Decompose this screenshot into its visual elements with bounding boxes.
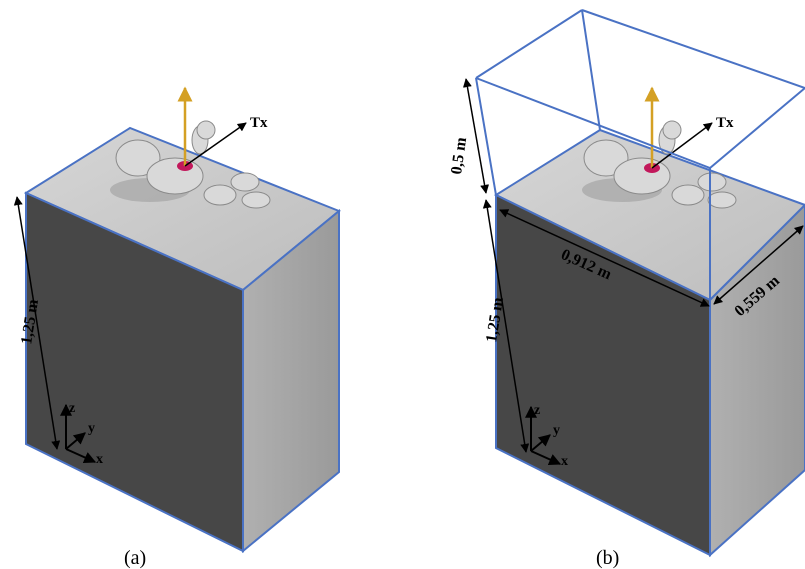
box-side-face	[242, 208, 340, 554]
baby-model	[582, 120, 737, 209]
tx-direction-arrow	[651, 122, 713, 169]
axis-x-label: x	[561, 454, 568, 469]
panel-b: Tx 0,5 m 1,25 m 0,912 m 0,559 m z y x (b…	[448, 9, 805, 569]
air-height-label: 0,5 m	[448, 136, 470, 176]
axis-z-label: z	[534, 403, 540, 418]
tx-label: Tx	[250, 115, 268, 131]
air-height-dimension-line	[462, 78, 490, 194]
tx-label: Tx	[716, 115, 734, 131]
axis-x-label: x	[96, 452, 103, 467]
axis-y-label: y	[88, 421, 95, 436]
height-label: 1,25 m	[483, 296, 507, 344]
height-label: 1,25 m	[18, 298, 42, 346]
width-dimension-line	[499, 209, 710, 307]
axis-y-label: y	[553, 423, 560, 438]
phantom-box-a	[23, 126, 341, 554]
axis-triad: z y x	[525, 403, 568, 469]
axis-z-label: z	[69, 401, 75, 416]
axis-triad: z y x	[60, 401, 103, 467]
height-dimension-line	[482, 199, 530, 453]
panel-a: Tx 1,25 m z y x (a)	[13, 86, 341, 569]
depth-dimension-line	[713, 225, 804, 305]
tx-direction-arrow	[184, 122, 247, 167]
caption-a: (a)	[124, 547, 146, 569]
height-dimension-line	[13, 196, 61, 450]
caption-b: (b)	[596, 547, 619, 569]
